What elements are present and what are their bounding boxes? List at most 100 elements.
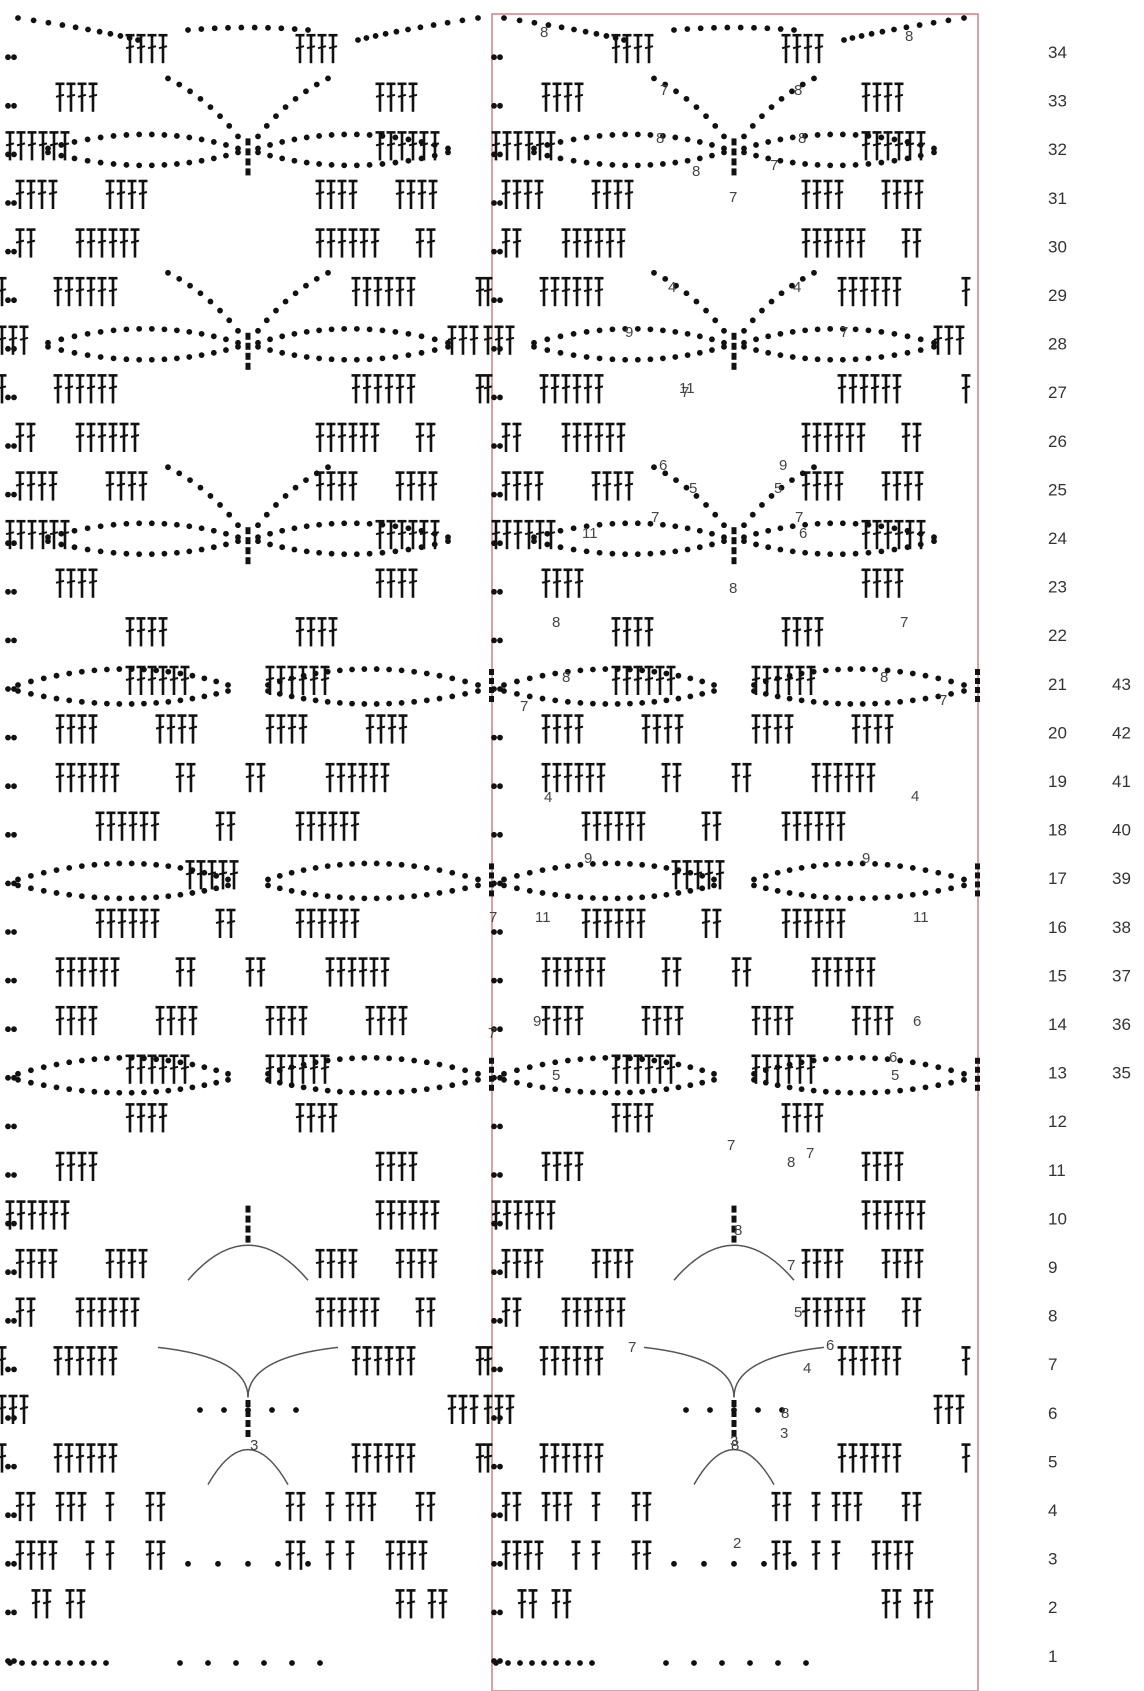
dc-stitch [514, 521, 523, 549]
chain-dot [5, 881, 11, 887]
dc-stitch [409, 84, 418, 112]
chain-dot [685, 137, 691, 143]
dc-stitch [307, 1104, 316, 1132]
chain-dot [279, 528, 285, 534]
chain-dot [527, 675, 533, 681]
chain-dot [149, 551, 155, 557]
dc-stitch [431, 521, 440, 549]
dc-stitch [824, 230, 833, 258]
dc-stitch [89, 84, 98, 112]
dc-stitch [318, 618, 327, 646]
chain-dot [823, 700, 829, 706]
chain-dot [79, 893, 85, 899]
chain-dot [235, 522, 241, 528]
chain-dot [177, 1059, 183, 1065]
dc-stitch [67, 764, 76, 792]
chain-dot [497, 638, 503, 644]
dc-stitch [106, 1493, 115, 1521]
dc-stitch [316, 424, 325, 452]
chain-dot [85, 525, 91, 531]
chain-dot [602, 895, 608, 901]
chain-dot [753, 542, 759, 548]
dc-stitch [782, 35, 791, 63]
chain-dot [45, 150, 51, 156]
chain-dot [497, 249, 503, 255]
dc-stitch [431, 1202, 440, 1230]
chain-dot [186, 135, 192, 141]
chain-dot [790, 135, 796, 141]
chain-dot [177, 697, 183, 703]
dc-stitch [662, 959, 671, 987]
chain-dot [406, 158, 412, 164]
chain-dot [615, 895, 621, 901]
dc-stitch [551, 375, 560, 403]
dc-stitch [327, 473, 336, 501]
stitch-row [491, 1202, 925, 1230]
dc-stitch [502, 1542, 511, 1570]
chain-count-label: 9 [862, 850, 870, 867]
dc-stitch [246, 764, 255, 792]
chain-dot [571, 352, 577, 358]
dc-stitch [385, 1347, 394, 1375]
dc-stitch [925, 1590, 934, 1618]
chain-dot [840, 162, 846, 168]
chain-dot [223, 153, 229, 159]
stitch-row [491, 424, 921, 452]
dc-stitch [873, 1202, 882, 1230]
chain-dot [367, 326, 373, 332]
stitch-row [5, 764, 389, 792]
chain-dot [639, 1056, 645, 1062]
dc-stitch [575, 764, 584, 792]
dc-stitch [374, 1445, 383, 1473]
chain-count-label: 2 [733, 1535, 741, 1552]
chain-dot [765, 333, 771, 339]
dc-stitch [117, 473, 126, 501]
chain-dot [54, 867, 60, 873]
dc-stitch [835, 1250, 844, 1278]
stitch-row [5, 910, 359, 938]
chain-dot [703, 308, 709, 314]
chain-dot [571, 547, 577, 553]
chain-dot [931, 344, 937, 350]
chain-dot [355, 37, 361, 43]
dc-stitch [540, 1347, 549, 1375]
dc-stitch [349, 230, 358, 258]
chain-dot [235, 150, 241, 156]
chain-dot [136, 326, 142, 332]
chain-dot [694, 299, 700, 305]
dc-stitch [16, 424, 25, 452]
chain-dot [72, 350, 78, 356]
row-number: 17 [1048, 869, 1067, 888]
chain-dot [5, 200, 11, 206]
dc-stitch [27, 1542, 36, 1570]
chain-dot [835, 861, 841, 867]
chain-dot [803, 1660, 809, 1666]
dc-stitch [823, 764, 832, 792]
chain-dot [684, 96, 690, 102]
sc-cluster [246, 333, 251, 340]
chain-dot [399, 894, 405, 900]
chain-dot [961, 682, 967, 688]
dc-stitch [573, 1299, 582, 1327]
dc-stitch [564, 570, 573, 598]
chain-dot [697, 350, 703, 356]
dc-stitch [732, 959, 741, 987]
chain-dot [815, 551, 821, 557]
chain-dot [917, 22, 923, 28]
chain-dot [313, 865, 319, 871]
dc-stitch [429, 1250, 438, 1278]
chain-dot [5, 1318, 11, 1324]
chain-dot [186, 548, 192, 554]
dc-stitch [553, 570, 562, 598]
dc-stitch [956, 327, 965, 355]
chain-dot [892, 547, 898, 553]
chain-dot [445, 20, 451, 26]
chain-dot [497, 54, 503, 60]
chain-dot [672, 135, 678, 141]
chain-dot [187, 283, 193, 289]
dc-stitch [846, 1299, 855, 1327]
chain-dot [104, 667, 110, 673]
chain-dot [341, 357, 347, 363]
chain-dot [292, 137, 298, 143]
chain-dot [349, 1089, 355, 1095]
